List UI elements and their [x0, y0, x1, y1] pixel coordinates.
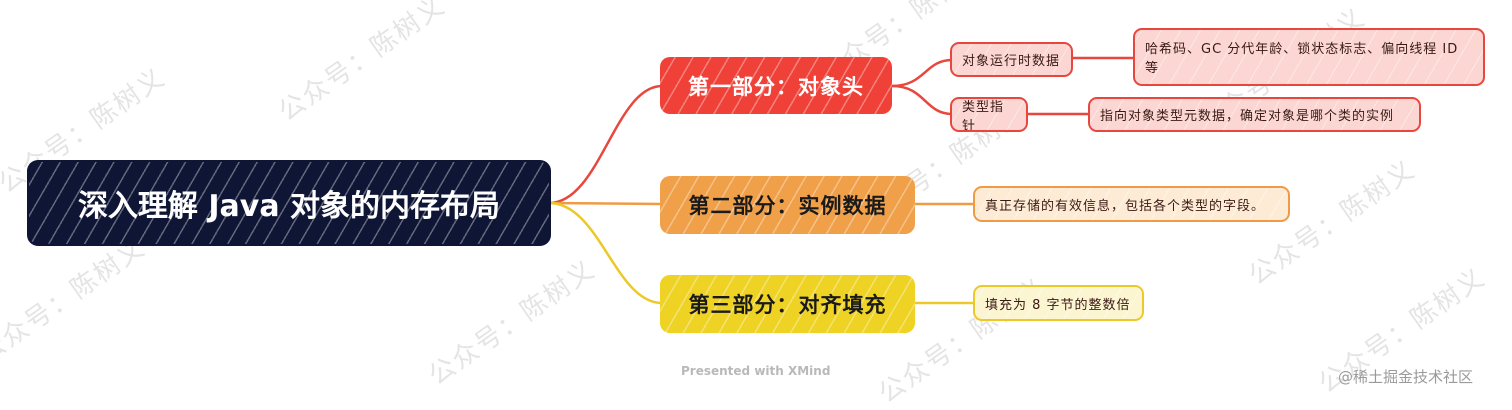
root-topic[interactable]: 深入理解 Java 对象的内存布局: [29, 162, 549, 244]
detail-label-line1: 哈希码、GC 分代年龄、锁状态标志、偏向线程 ID: [1145, 42, 1459, 57]
root-topic-label: 深入理解 Java 对象的内存布局: [77, 189, 501, 224]
subtopic-runtime-data[interactable]: 对象运行时数据: [950, 42, 1073, 77]
subtopic-padding-detail[interactable]: 填充为 8 字节的整数倍: [973, 285, 1144, 321]
subtopic-label: 类型指针: [962, 99, 1005, 132]
subtopic-label: 对象运行时数据: [962, 54, 1061, 69]
detail-label-line2: 等: [1145, 61, 1160, 76]
detail-runtime-data[interactable]: 哈希码、GC 分代年龄、锁状态标志、偏向线程 ID 等: [1133, 28, 1485, 86]
topic-label: 第二部分：实例数据: [688, 194, 887, 218]
topic-instance-data[interactable]: 第二部分：实例数据: [660, 176, 915, 234]
subtopic-instance-detail[interactable]: 真正存储的有效信息，包括各个类型的字段。: [973, 186, 1290, 222]
subtopic-label: 填充为 8 字节的整数倍: [985, 297, 1131, 313]
subtopic-type-pointer[interactable]: 类型指针: [950, 97, 1028, 132]
topic-alignment-padding[interactable]: 第三部分：对齐填充: [660, 275, 915, 333]
credit-watermark: @稀土掘金技术社区: [1338, 368, 1474, 386]
subtopic-label: 真正存储的有效信息，包括各个类型的字段。: [985, 198, 1266, 214]
topic-object-header[interactable]: 第一部分：对象头: [660, 57, 892, 114]
connector-lines: [548, 56, 1135, 305]
topic-label: 第一部分：对象头: [688, 74, 864, 99]
topic-label: 第三部分：对齐填充: [688, 293, 887, 317]
presented-with-xmind: Presented with XMind: [681, 364, 831, 378]
detail-label: 指向对象类型元数据，确定对象是哪个类的实例: [1100, 109, 1395, 124]
detail-type-pointer[interactable]: 指向对象类型元数据，确定对象是哪个类的实例: [1088, 97, 1421, 132]
